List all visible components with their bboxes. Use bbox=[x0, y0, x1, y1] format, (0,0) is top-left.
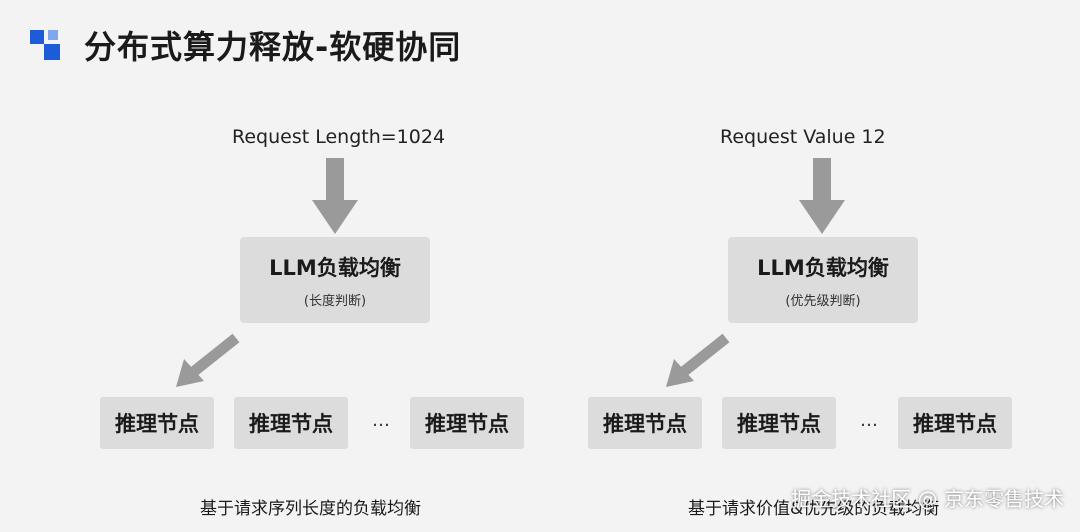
left-ellipsis: … bbox=[372, 410, 390, 431]
right-caption: 基于请求价值&优先级的负载均衡 bbox=[688, 499, 940, 519]
left-caption: 基于请求序列长度的负载均衡 bbox=[200, 499, 421, 519]
right-inference-node-1: 推理节点 bbox=[588, 397, 702, 449]
left-balancer-title: LLM负载均衡 bbox=[269, 255, 401, 280]
right-request-label: Request Value 12 bbox=[720, 126, 886, 148]
right-ellipsis: … bbox=[860, 410, 878, 431]
right-inference-node-2: 推理节点 bbox=[722, 397, 836, 449]
right-down-arrow-icon bbox=[799, 158, 845, 234]
left-inference-node-2: 推理节点 bbox=[234, 397, 348, 449]
right-balancer-title: LLM负载均衡 bbox=[757, 255, 889, 280]
right-load-balancer-box: LLM负载均衡 (优先级判断) bbox=[728, 237, 918, 323]
left-load-balancer-box: LLM负载均衡 (长度判断) bbox=[240, 237, 430, 323]
right-balancer-subtitle: (优先级判断) bbox=[785, 293, 861, 309]
right-inference-node-3: 推理节点 bbox=[898, 397, 1012, 449]
page-title: 分布式算力释放-软硬协同 bbox=[84, 28, 462, 66]
left-inference-node-1: 推理节点 bbox=[100, 397, 214, 449]
watermark: 掘金技术社区 @ 京东零售技术 bbox=[791, 487, 1064, 511]
right-diagonal-arrow-icon bbox=[666, 333, 730, 387]
brand-logo-icon bbox=[30, 30, 66, 66]
left-diagonal-arrow-icon bbox=[176, 333, 240, 387]
left-balancer-subtitle: (长度判断) bbox=[303, 293, 367, 309]
left-request-label: Request Length=1024 bbox=[232, 126, 446, 148]
left-inference-node-3: 推理节点 bbox=[410, 397, 524, 449]
left-down-arrow-icon bbox=[312, 158, 358, 234]
